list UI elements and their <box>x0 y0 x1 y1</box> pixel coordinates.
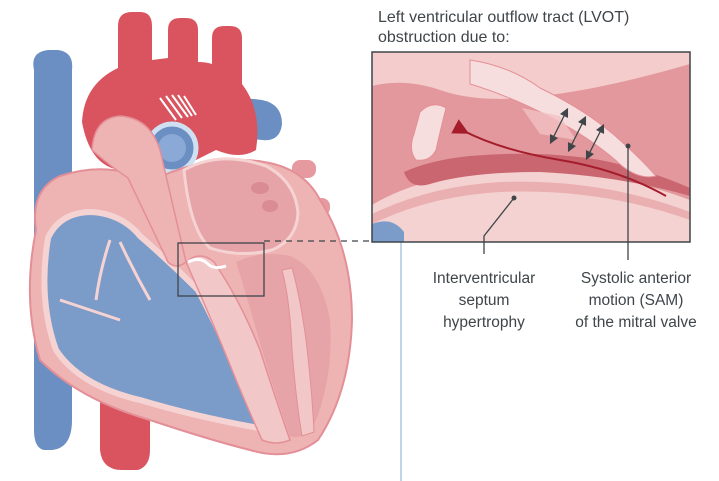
zoom-inset-frame <box>371 51 691 243</box>
descending-aorta <box>100 400 150 470</box>
inset-septal-bulge <box>404 153 690 196</box>
heart <box>28 12 354 470</box>
zoom-region-box <box>177 242 265 297</box>
aortic-root <box>91 115 187 267</box>
inset-blood-flow-path <box>451 119 667 197</box>
interventricular-septum <box>185 255 291 444</box>
diagram-title-line-2: obstruction due to: <box>378 29 510 46</box>
sam-label-line-1: Systolic anterior <box>581 270 691 287</box>
septum-label-line-3: hypertrophy <box>443 314 525 331</box>
tricuspid-chordae <box>59 239 152 322</box>
sam-motion-arrows <box>549 107 605 161</box>
papillary-muscle <box>281 267 315 437</box>
septum-label-line-1: Interventricular <box>433 270 536 287</box>
sam-label-line-2: motion (SAM) <box>589 292 684 309</box>
zoom-inset <box>372 52 690 242</box>
diagram-title-line-1: Left ventricular outflow tract (LVOT) <box>378 9 629 26</box>
sam-label-line-3: of the mitral valve <box>575 314 696 331</box>
ligamentum <box>159 94 197 121</box>
inset-septum <box>372 169 690 242</box>
inset-aortic-cusp <box>410 104 447 161</box>
septum-label-line-2: septum <box>459 292 510 309</box>
septum-leader <box>483 197 515 254</box>
left-atrium <box>182 157 300 255</box>
